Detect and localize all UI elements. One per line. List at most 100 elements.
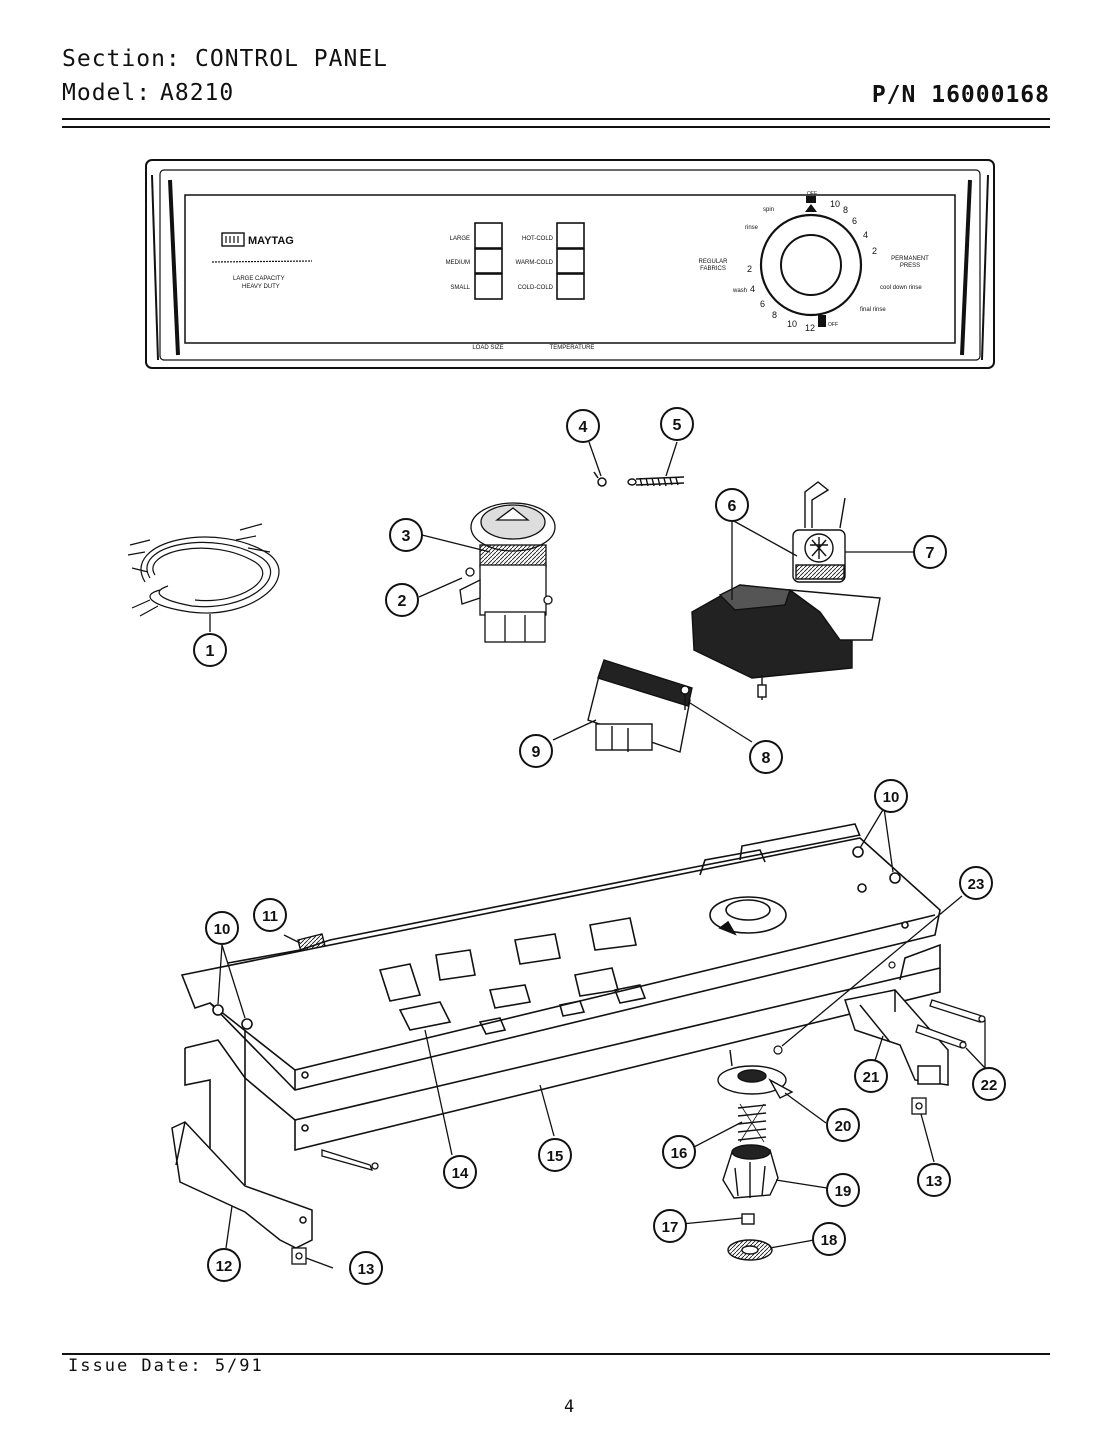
callout-11: 11 — [253, 898, 287, 932]
panel-subtitle-1: LARGE CAPACITY — [233, 276, 285, 282]
model-label: Model: — [62, 80, 152, 106]
timer-assembly — [691, 481, 881, 700]
callout-balloons: 1 2 3 4 5 6 7 8 9 10 10 11 12 13 13 14 1… — [193, 407, 1006, 1285]
dial-regular-2: FABRICS — [700, 266, 726, 272]
callout-16: 16 — [662, 1135, 696, 1169]
svg-text:12: 12 — [216, 1258, 233, 1275]
spring-part — [627, 476, 685, 487]
panel-subtitle-2: HEAVY DUTY — [242, 284, 280, 290]
callout-18: 18 — [812, 1222, 846, 1256]
svg-text:8: 8 — [762, 750, 771, 767]
dial-off-top: OFF — [807, 191, 817, 197]
callout-7: 7 — [913, 535, 947, 569]
dial-rinse: rinse — [745, 225, 759, 231]
callout-15: 15 — [538, 1138, 572, 1172]
callout-21: 21 — [854, 1059, 888, 1093]
svg-text:19: 19 — [835, 1183, 852, 1200]
callout-22: 22 — [972, 1067, 1006, 1101]
dial-permanent-2: PRESS — [900, 263, 920, 269]
dial-num-l-8: 8 — [772, 310, 777, 320]
dial-cool-down-rinse: cool down rinse — [880, 285, 922, 291]
load-medium-label: MEDIUM — [446, 260, 470, 266]
svg-text:10: 10 — [214, 921, 231, 938]
header-rule-bottom — [62, 126, 1050, 128]
dial-num-r-4: 4 — [863, 230, 868, 240]
svg-text:10: 10 — [883, 789, 900, 806]
callout-12: 12 — [207, 1248, 241, 1282]
dial-num-r-8: 8 — [843, 205, 848, 215]
temp-warm-cold-label: WARM-COLD — [516, 260, 554, 266]
temp-cold-cold-label: COLD-COLD — [518, 285, 554, 291]
svg-text:13: 13 — [926, 1173, 943, 1190]
svg-text:9: 9 — [532, 744, 541, 761]
load-size-caption: LOAD SIZE — [472, 345, 503, 351]
callout-1: 1 — [193, 633, 227, 667]
knob-assembly — [717, 1049, 794, 1261]
callout-17: 17 — [653, 1209, 687, 1243]
dial-num-l-4: 4 — [750, 284, 755, 294]
svg-text:14: 14 — [452, 1165, 469, 1182]
callout-9: 9 — [519, 734, 553, 768]
dial-num-r-6: 6 — [852, 216, 857, 226]
section-title: CONTROL PANEL — [195, 46, 389, 72]
console-front-frame — [184, 943, 941, 1185]
callout-5: 5 — [660, 407, 694, 441]
callout-14: 14 — [443, 1155, 477, 1189]
dial-num-l-12: 12 — [805, 323, 815, 333]
svg-text:23: 23 — [968, 876, 985, 893]
load-size-switch — [459, 502, 556, 643]
svg-text:21: 21 — [863, 1069, 880, 1086]
svg-text:3: 3 — [402, 528, 411, 545]
svg-text:7: 7 — [926, 545, 935, 562]
dial-num-r-2: 2 — [872, 246, 877, 256]
callout-3: 3 — [389, 518, 423, 552]
svg-text:13: 13 — [358, 1261, 375, 1278]
dial-final-rinse: final rinse — [860, 307, 886, 313]
dial-off-bottom: OFF — [828, 322, 838, 328]
svg-text:22: 22 — [981, 1077, 998, 1094]
callout-20: 20 — [826, 1108, 860, 1142]
part-number: P/N 16000168 — [871, 82, 1050, 108]
svg-text:4: 4 — [579, 419, 588, 436]
clip-part — [593, 471, 607, 487]
callout-4: 4 — [566, 409, 600, 443]
dial-num-l-6: 6 — [760, 299, 765, 309]
timer-dial: OFF OFF 10 8 6 4 2 2 4 6 8 10 12 spin ri… — [698, 191, 929, 333]
callout-13-right: 13 — [917, 1163, 951, 1197]
right-bracket — [844, 989, 949, 1086]
callout-2: 2 — [385, 583, 419, 617]
callout-10-left: 10 — [205, 911, 239, 945]
section-label: Section: — [62, 46, 181, 72]
callout-8: 8 — [749, 740, 783, 774]
callout-23: 23 — [959, 866, 993, 900]
callout-10-right: 10 — [874, 779, 908, 813]
control-panel-face — [145, 159, 995, 369]
dial-spin: spin — [763, 207, 774, 213]
panel-screws — [773, 961, 896, 1055]
load-size-buttons: LARGE MEDIUM SMALL LOAD SIZE — [446, 222, 504, 351]
page-number: 4 — [564, 1397, 577, 1417]
svg-text:18: 18 — [821, 1232, 838, 1249]
svg-text:6: 6 — [728, 498, 737, 515]
svg-text:15: 15 — [547, 1148, 564, 1165]
callout-6: 6 — [715, 488, 749, 522]
svg-text:1: 1 — [206, 643, 215, 660]
dial-regular-1: REGULAR — [698, 259, 728, 265]
callout-19: 19 — [826, 1173, 860, 1207]
clip-nut-left — [291, 1247, 307, 1265]
svg-text:11: 11 — [262, 908, 278, 925]
footer-rule — [62, 1353, 1050, 1355]
leader-lines — [209, 441, 986, 1269]
temperature-buttons: HOT-COLD WARM-COLD COLD-COLD TEMPERATURE — [516, 222, 594, 351]
dial-wash: wash — [732, 288, 747, 294]
brand-name: MAYTAG — [248, 235, 294, 247]
header-rule-top — [62, 118, 1050, 120]
svg-text:2: 2 — [398, 593, 407, 610]
dial-num-l-2: 2 — [747, 264, 752, 274]
wire-harness — [127, 523, 280, 617]
end-bracket — [171, 1121, 313, 1249]
console-back-panel — [180, 823, 941, 1091]
model-value: A8210 — [160, 80, 235, 106]
load-small-label: SMALL — [450, 285, 470, 291]
